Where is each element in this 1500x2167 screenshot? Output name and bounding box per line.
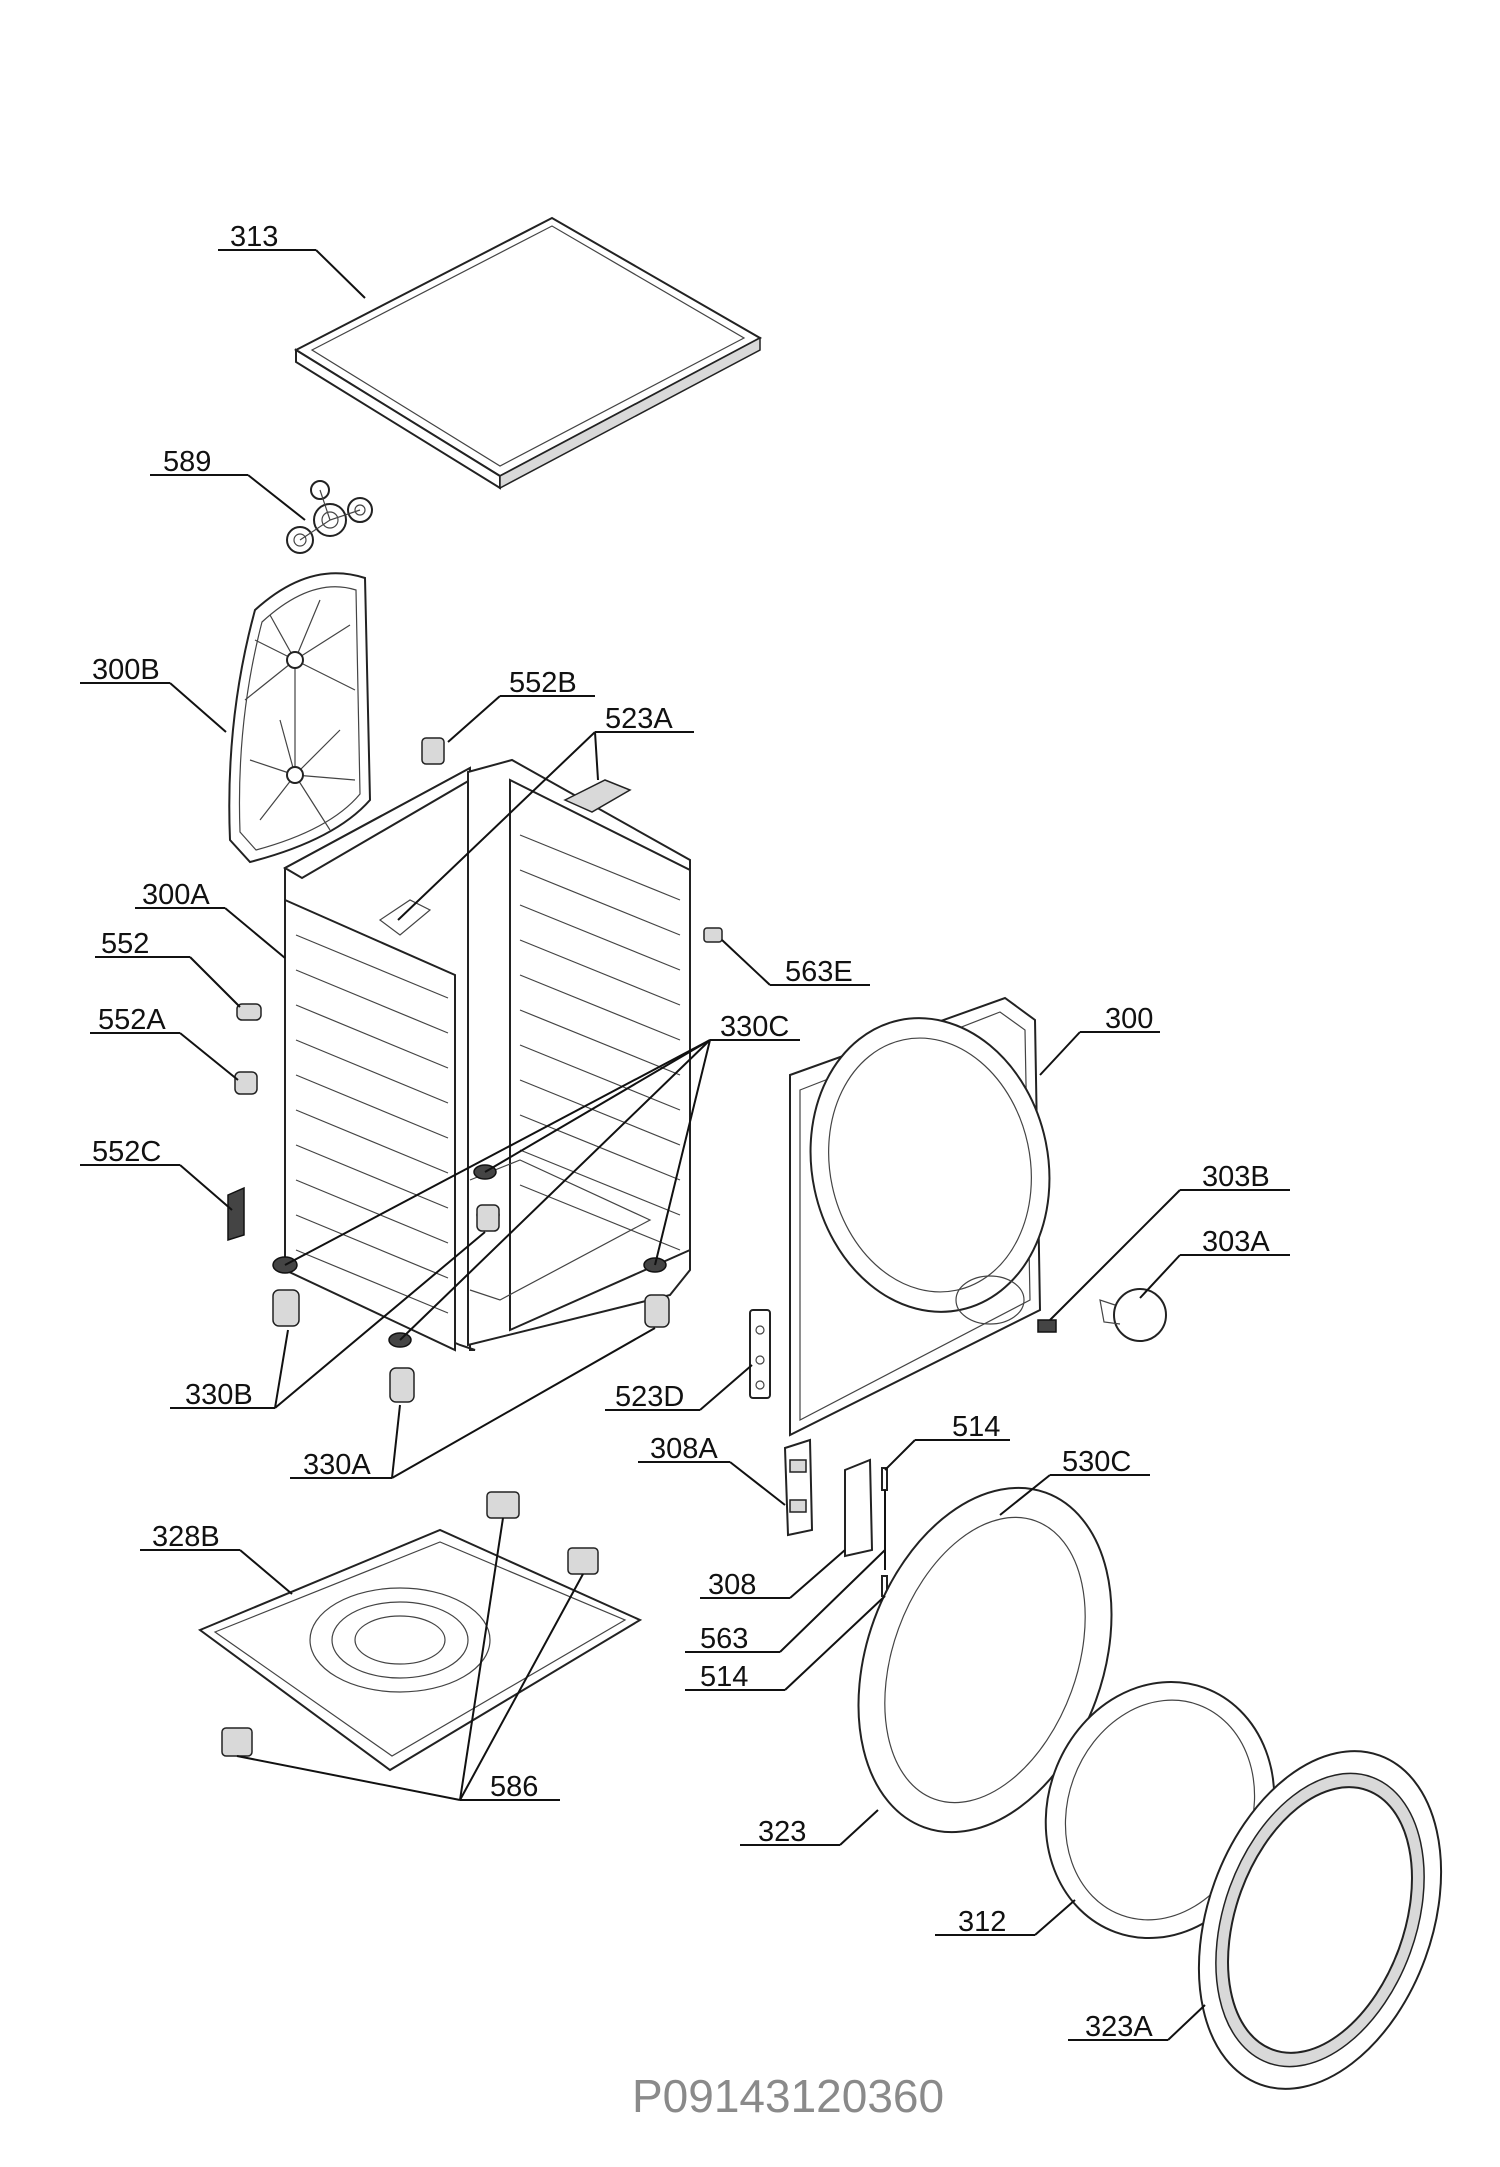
part-552-clip bbox=[236, 1003, 262, 1021]
callout-552B: 552B bbox=[447, 667, 595, 743]
part-514-pin-upper bbox=[881, 1467, 888, 1491]
part-563E-clip bbox=[703, 927, 723, 943]
svg-text:308: 308 bbox=[708, 1569, 756, 1601]
part-323A-door-outer-frame bbox=[1197, 1750, 1443, 2090]
part-300-front-panel bbox=[789, 996, 1051, 1437]
callout-312: 312 bbox=[935, 1899, 1076, 1938]
svg-text:312: 312 bbox=[958, 1906, 1006, 1938]
svg-text:303B: 303B bbox=[1202, 1161, 1270, 1193]
svg-text:323A: 323A bbox=[1085, 2011, 1153, 2043]
callout-303A: 303A bbox=[1139, 1226, 1290, 1299]
svg-text:552: 552 bbox=[101, 928, 149, 960]
svg-text:563: 563 bbox=[700, 1623, 748, 1655]
part-300B-rear-panel bbox=[228, 572, 372, 864]
svg-text:514: 514 bbox=[952, 1411, 1000, 1443]
callout-552A: 552A bbox=[90, 1004, 239, 1081]
svg-text:300: 300 bbox=[1105, 1003, 1153, 1035]
svg-text:300B: 300B bbox=[92, 654, 160, 686]
part-308A-hinge bbox=[783, 1438, 814, 1537]
part-523A-bracket bbox=[378, 779, 632, 936]
callout-330C: 330C bbox=[284, 1011, 800, 1341]
svg-text:589: 589 bbox=[163, 446, 211, 478]
svg-text:586: 586 bbox=[490, 1771, 538, 1803]
svg-text:328B: 328B bbox=[152, 1521, 220, 1553]
part-300A-cabinet bbox=[282, 758, 691, 1352]
svg-text:330A: 330A bbox=[303, 1449, 371, 1481]
svg-text:303A: 303A bbox=[1202, 1226, 1270, 1258]
svg-text:308A: 308A bbox=[650, 1433, 718, 1465]
svg-text:530C: 530C bbox=[1062, 1446, 1131, 1478]
callout-308A: 308A bbox=[638, 1433, 786, 1506]
svg-text:330C: 330C bbox=[720, 1011, 789, 1043]
svg-text:563E: 563E bbox=[785, 956, 853, 988]
svg-text:313: 313 bbox=[230, 221, 278, 253]
callout-552C: 552C bbox=[80, 1136, 233, 1211]
part-303B-clip bbox=[1037, 1319, 1057, 1333]
callout-523A: 523A bbox=[397, 703, 694, 921]
part-552A-clip bbox=[234, 1071, 258, 1095]
part-589-connector-set bbox=[286, 480, 373, 554]
part-523D-strip bbox=[749, 1309, 771, 1399]
svg-text:552B: 552B bbox=[509, 667, 577, 699]
callout-552: 552 bbox=[95, 928, 241, 1008]
callout-514-upper: 514 bbox=[884, 1411, 1010, 1471]
svg-text:323: 323 bbox=[758, 1816, 806, 1848]
part-328B-base-tray bbox=[197, 1528, 643, 1772]
svg-text:330B: 330B bbox=[185, 1379, 253, 1411]
callout-530C: 530C bbox=[999, 1446, 1150, 1516]
callout-308: 308 bbox=[700, 1549, 846, 1601]
callout-323A: 323A bbox=[1068, 2004, 1206, 2043]
callout-523D: 523D bbox=[605, 1364, 753, 1413]
drawing-code: P09143120360 bbox=[632, 2070, 944, 2122]
callout-563E: 563E bbox=[721, 939, 870, 988]
svg-text:552A: 552A bbox=[98, 1004, 166, 1036]
callout-300A: 300A bbox=[135, 879, 286, 959]
callout-330B: 330B bbox=[170, 1231, 486, 1411]
callout-563: 563 bbox=[685, 1549, 886, 1655]
part-303A-door-latch bbox=[1099, 1288, 1167, 1342]
callout-313: 313 bbox=[218, 221, 366, 299]
svg-text:514: 514 bbox=[700, 1661, 748, 1693]
part-323-door-inner-frame bbox=[857, 1486, 1113, 1834]
part-552C-clip bbox=[227, 1186, 245, 1242]
svg-text:523A: 523A bbox=[605, 703, 673, 735]
callout-514-lower: 514 bbox=[685, 1595, 886, 1693]
callout-328B: 328B bbox=[140, 1521, 293, 1595]
svg-text:552C: 552C bbox=[92, 1136, 161, 1168]
svg-text:523D: 523D bbox=[615, 1381, 684, 1413]
part-552B-clip bbox=[421, 737, 445, 765]
callout-303B: 303B bbox=[1049, 1161, 1290, 1321]
svg-text:300A: 300A bbox=[142, 879, 210, 911]
callout-300: 300 bbox=[1039, 1003, 1160, 1076]
part-330-feet bbox=[272, 1164, 670, 1403]
callout-323: 323 bbox=[740, 1809, 879, 1848]
callout-330A: 330A bbox=[290, 1327, 656, 1481]
part-313-top-cover bbox=[293, 216, 763, 490]
callout-586: 586 bbox=[236, 1517, 584, 1803]
callout-300B: 300B bbox=[80, 654, 227, 733]
callout-589: 589 bbox=[150, 446, 306, 521]
part-308-hinge bbox=[844, 1458, 874, 1558]
